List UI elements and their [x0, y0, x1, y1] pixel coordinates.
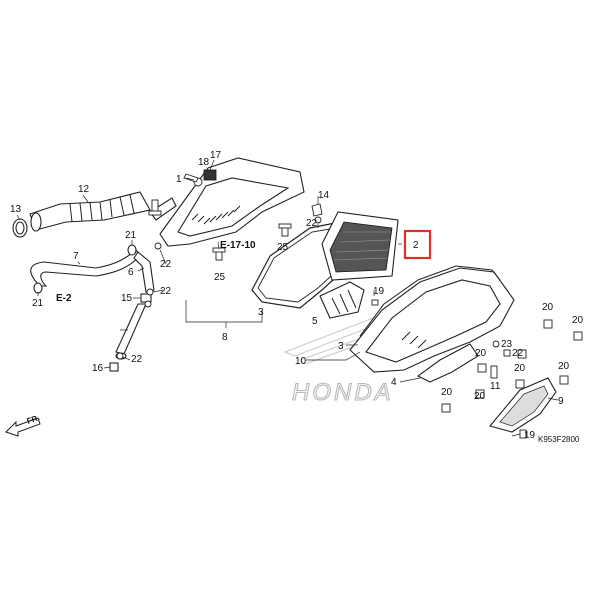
- front-direction-arrow-icon: FR.: [5, 413, 41, 437]
- ref-e-17-10: E-17-10: [220, 240, 256, 251]
- callout-3-upper: 3: [258, 307, 264, 318]
- callout-7: 7: [73, 251, 79, 262]
- callout-19-upper: 19: [373, 286, 385, 297]
- bolt-20-c: [477, 363, 487, 373]
- callout-23: 23: [501, 339, 513, 350]
- callout-20-a: 20: [542, 302, 554, 313]
- clamp-19-small: [371, 299, 379, 306]
- grommet-17: [203, 169, 217, 181]
- bolt-20-e: [559, 375, 569, 385]
- callout-8: 8: [222, 332, 228, 343]
- callout-20-c: 20: [475, 348, 487, 359]
- bolt-1: [183, 173, 199, 183]
- callout-20-e: 20: [558, 361, 570, 372]
- clamp-21-lower: [33, 282, 43, 294]
- nut-22-b: [146, 288, 154, 296]
- callout-25-right: 25: [277, 242, 289, 253]
- drain-plug-16: [109, 362, 119, 372]
- callout-16: 16: [92, 363, 104, 374]
- bolt-20-top: [517, 349, 527, 359]
- highlight-box-2: [403, 229, 432, 260]
- leader-lines: [16, 159, 559, 437]
- duct-19: [319, 281, 365, 319]
- tube-24: [115, 303, 147, 360]
- callout-21-upper: 21: [125, 230, 137, 241]
- nut-22-d: [116, 352, 124, 360]
- callout-25-left: 25: [214, 272, 226, 283]
- callout-17: 17: [210, 150, 222, 161]
- side-cover-9: [489, 377, 557, 433]
- bolt-20-d: [515, 379, 525, 389]
- callout-20-d: 20: [514, 363, 526, 374]
- nut-22-right: [503, 349, 511, 357]
- callout-10: 10: [295, 356, 307, 367]
- callout-6: 6: [128, 267, 134, 278]
- bolt-25-right: [278, 223, 292, 237]
- callout-11: 11: [490, 381, 501, 392]
- bolt-20-b: [573, 331, 583, 341]
- callout-20-g: 20: [474, 391, 486, 402]
- callout-1: 1: [176, 174, 182, 185]
- fr-label: FR.: [26, 413, 41, 426]
- hose-6: [133, 251, 155, 293]
- callout-19-lower: 19: [524, 430, 536, 441]
- bolt-20-f: [441, 403, 451, 413]
- bolt-25-top: [148, 199, 162, 216]
- diagram-code: K953F2800: [538, 435, 580, 444]
- callout-22-d: 22: [306, 218, 318, 229]
- air-filter-element-2: [321, 211, 399, 281]
- callout-22-e: 22: [512, 348, 524, 359]
- callout-15: 15: [121, 293, 133, 304]
- nut-22-mid: [314, 216, 322, 224]
- callout-12: 12: [78, 184, 90, 195]
- callout-22-c: 22: [131, 354, 143, 365]
- intake-tube-12: [29, 191, 151, 232]
- clip-14: [311, 203, 323, 217]
- callouts: 2 3 3 4 5 6 7 8 9 10 11 12 13 14 15 16 1…: [10, 150, 584, 441]
- callout-5: 5: [312, 316, 318, 327]
- callout-3-lower: 3: [338, 341, 344, 352]
- callout-14: 14: [318, 190, 330, 201]
- callout-18: 18: [198, 157, 210, 168]
- drain-hose-7: [30, 249, 141, 287]
- callout-4: 4: [391, 377, 397, 388]
- lower-case-4: [349, 267, 515, 383]
- bolt-23: [492, 340, 500, 348]
- bolt-20-a: [543, 319, 553, 329]
- hose-clamp-13: [12, 218, 28, 238]
- bolt-11: [490, 365, 498, 379]
- callout-22-b: 22: [160, 286, 172, 297]
- nut-22-a: [154, 242, 162, 250]
- gasket-3-lower: [359, 265, 501, 337]
- callout-20-b: 20: [572, 315, 584, 326]
- air-cleaner-case-5: [149, 157, 305, 247]
- callout-22-a: 22: [160, 259, 172, 270]
- callout-2: 2: [413, 240, 419, 251]
- nut-22-c: [144, 300, 152, 308]
- clamp-21-upper: [127, 244, 137, 256]
- callout-9: 9: [558, 396, 564, 407]
- ref-e-2: E-2: [56, 293, 72, 304]
- bolt-20-g: [475, 389, 485, 399]
- honda-watermark-text: HONDA: [292, 379, 394, 406]
- callout-13: 13: [10, 204, 22, 215]
- callout-20-f: 20: [441, 387, 453, 398]
- reference-labels: E-17-10 E-2: [56, 240, 256, 304]
- callout-21-lower: 21: [32, 298, 44, 309]
